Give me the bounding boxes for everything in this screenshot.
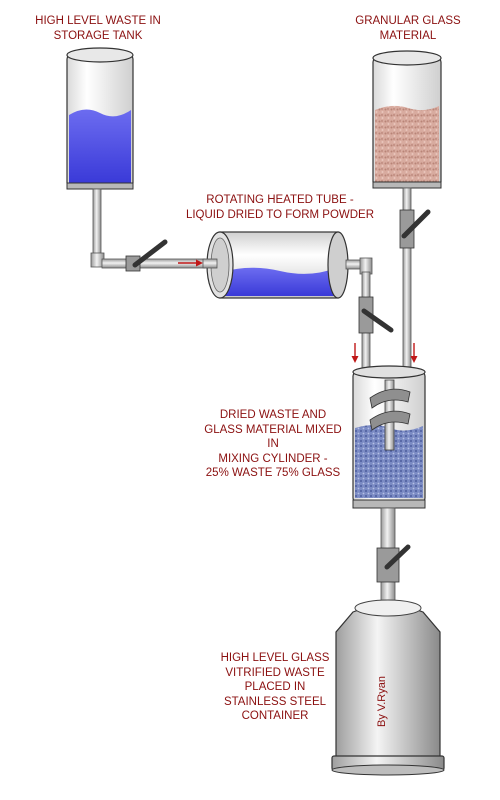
storage-tank-label: HIGH LEVEL WASTE IN STORAGE TANK: [35, 15, 161, 42]
valve-handle-icon: [384, 544, 411, 570]
storage-tank: [66, 47, 134, 190]
flow-arrow-icon: [178, 259, 203, 267]
steel-container-label: HIGH LEVEL GLASS VITRIFIED WASTE PLACED …: [220, 652, 330, 722]
storage-tank-valve: [125, 239, 168, 272]
granular-glass-hopper: [372, 50, 442, 189]
flow-arrow-icon: [351, 343, 359, 363]
valve-handle-icon: [361, 308, 394, 333]
granular-glass-label: GRANULAR GLASS MATERIAL: [355, 15, 461, 42]
auger-screw: [369, 379, 411, 451]
glass-hopper-valve: [399, 209, 431, 249]
stainless-steel-container: [331, 599, 445, 776]
valve-handle-icon: [132, 239, 168, 268]
mixing-cylinder: [352, 365, 426, 509]
tube-outlet-valve: [358, 296, 394, 334]
rotating-heated-tube: [202, 231, 349, 299]
mixing-cylinder-label: DRIED WASTE AND GLASS MATERIAL MIXED IN …: [204, 409, 342, 479]
valve-handle-icon: [401, 209, 431, 239]
rotating-tube-label: ROTATING HEATED TUBE - LIQUID DRIED TO F…: [185, 194, 375, 221]
flow-arrow-icon: [410, 343, 418, 363]
author-signature: By V.Ryan: [376, 676, 388, 727]
mixing-cylinder-valve: [376, 544, 411, 583]
